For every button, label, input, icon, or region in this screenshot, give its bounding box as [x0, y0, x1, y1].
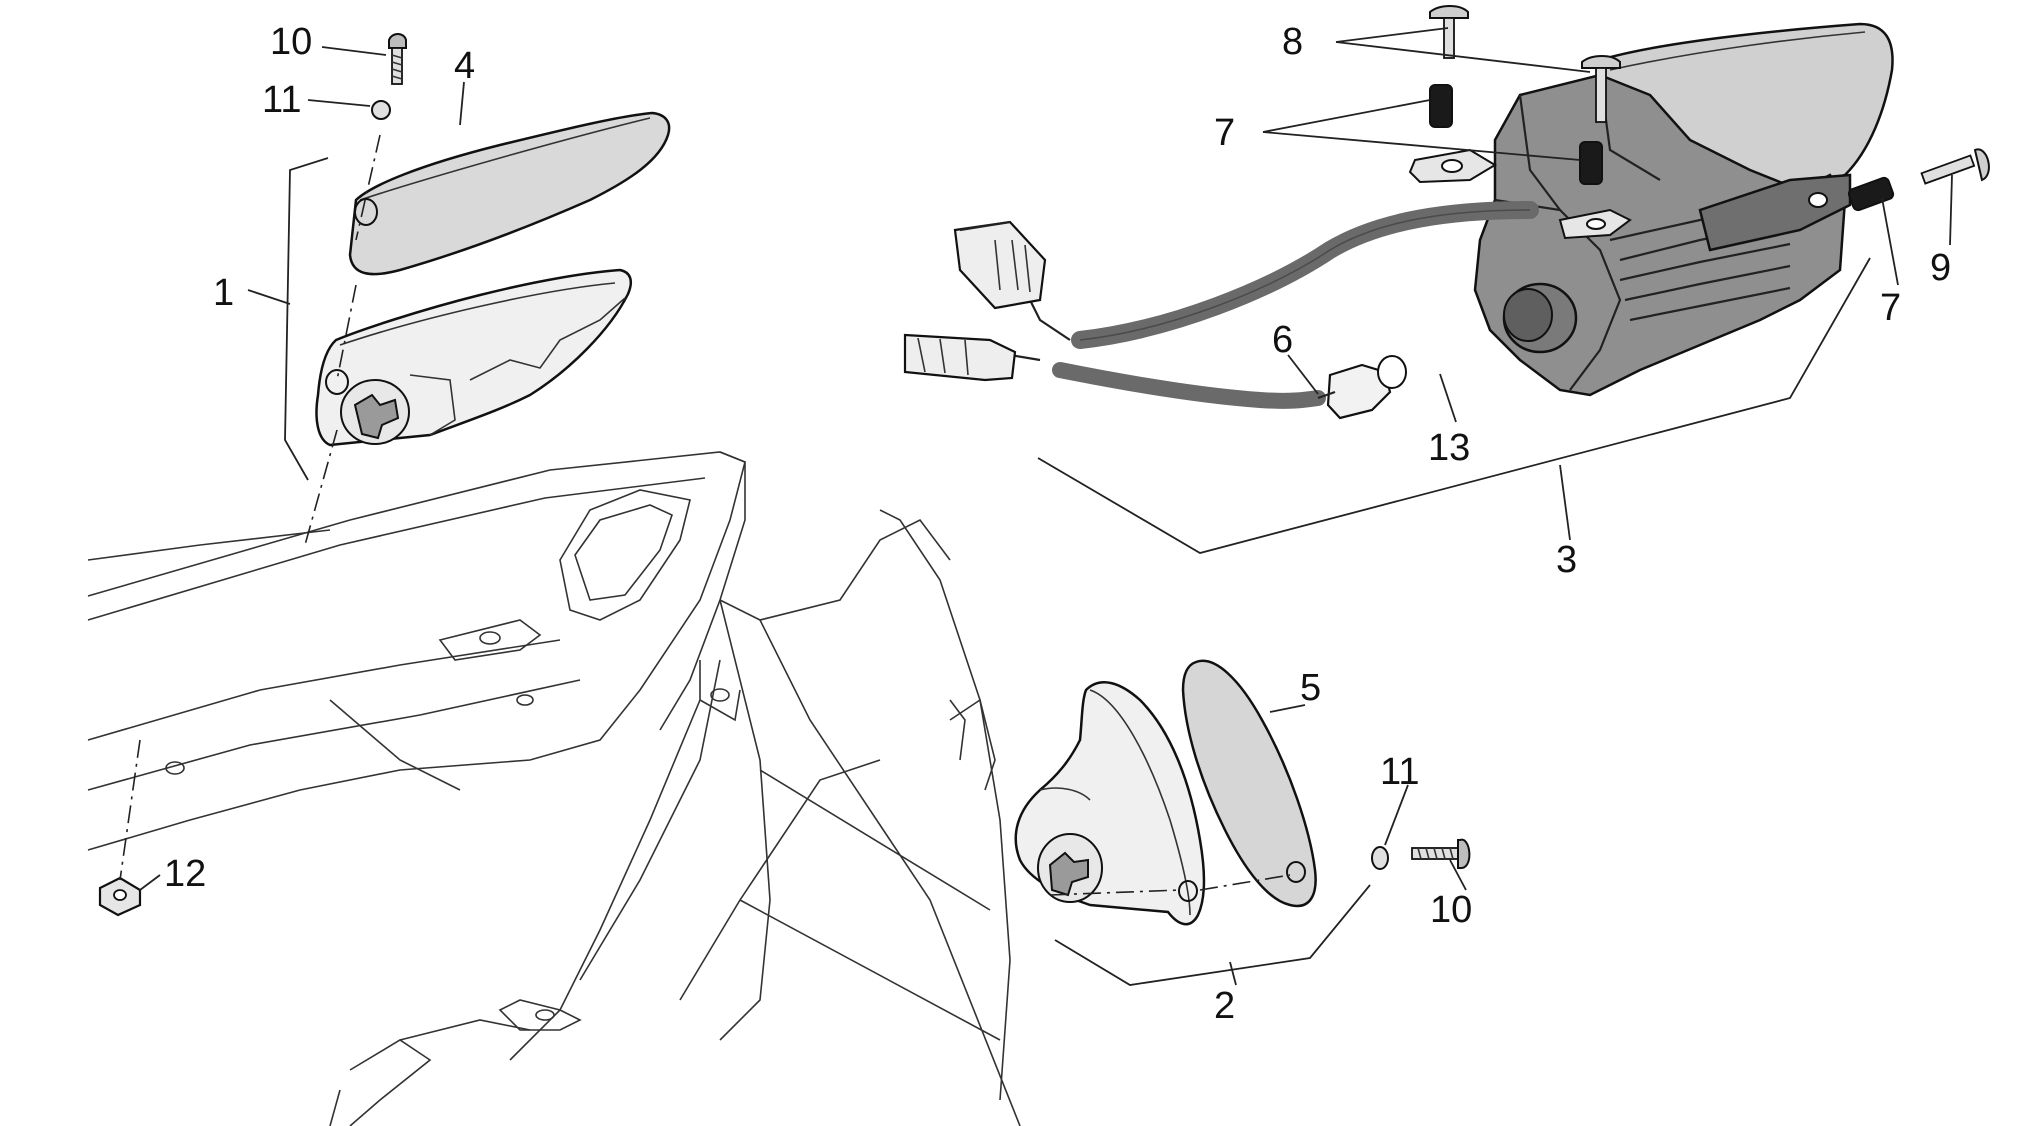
callout-11-top: 11 [262, 79, 301, 121]
callout-4: 4 [454, 45, 475, 87]
callout-8: 8 [1282, 21, 1303, 63]
callout-1: 1 [213, 272, 234, 314]
callout-2: 2 [1214, 985, 1235, 1027]
callout-5: 5 [1300, 667, 1321, 709]
grommet-7-top-right [1579, 141, 1603, 185]
tail-light-assembly [903, 5, 1990, 554]
connector-1 [953, 220, 1047, 310]
callout-labels: 10 11 4 1 12 8 7 9 7 6 13 3 5 11 10 2 [164, 21, 1951, 1027]
callout-3: 3 [1556, 539, 1577, 581]
callout-7-right: 7 [1880, 287, 1901, 329]
screw-10-bottom [1411, 838, 1471, 869]
grommet-7-top-left [1429, 84, 1453, 128]
screw-8-right [1581, 55, 1621, 123]
callout-12: 12 [164, 853, 206, 895]
callout-11-bottom: 11 [1380, 751, 1419, 793]
nut-12 [98, 739, 142, 917]
tail-light-cable [1071, 201, 1539, 349]
callout-7-top: 7 [1214, 112, 1235, 154]
callout-10-bottom: 10 [1430, 889, 1472, 931]
grommet-7-right [1847, 176, 1895, 212]
rear-body-frame [87, 451, 1021, 1126]
washer-11-bottom [1371, 846, 1389, 870]
washer-11-top [371, 100, 391, 120]
bulb-13 [1326, 355, 1407, 420]
screw-10-top [388, 33, 407, 85]
connector-6 [903, 333, 1017, 382]
screw-9 [1920, 148, 1990, 185]
callout-6: 6 [1272, 319, 1293, 361]
callout-9: 9 [1930, 247, 1951, 289]
left-indicator-lens [348, 111, 671, 276]
right-indicator-lens [1181, 659, 1317, 908]
right-indicator-assembly [1014, 659, 1471, 986]
left-indicator-assembly [284, 33, 671, 546]
leader-lines [139, 27, 1953, 986]
bulb-cable-6 [1052, 362, 1326, 409]
callout-10-top: 10 [270, 21, 312, 63]
callout-13: 13 [1428, 427, 1470, 469]
screw-8-left [1429, 5, 1469, 59]
